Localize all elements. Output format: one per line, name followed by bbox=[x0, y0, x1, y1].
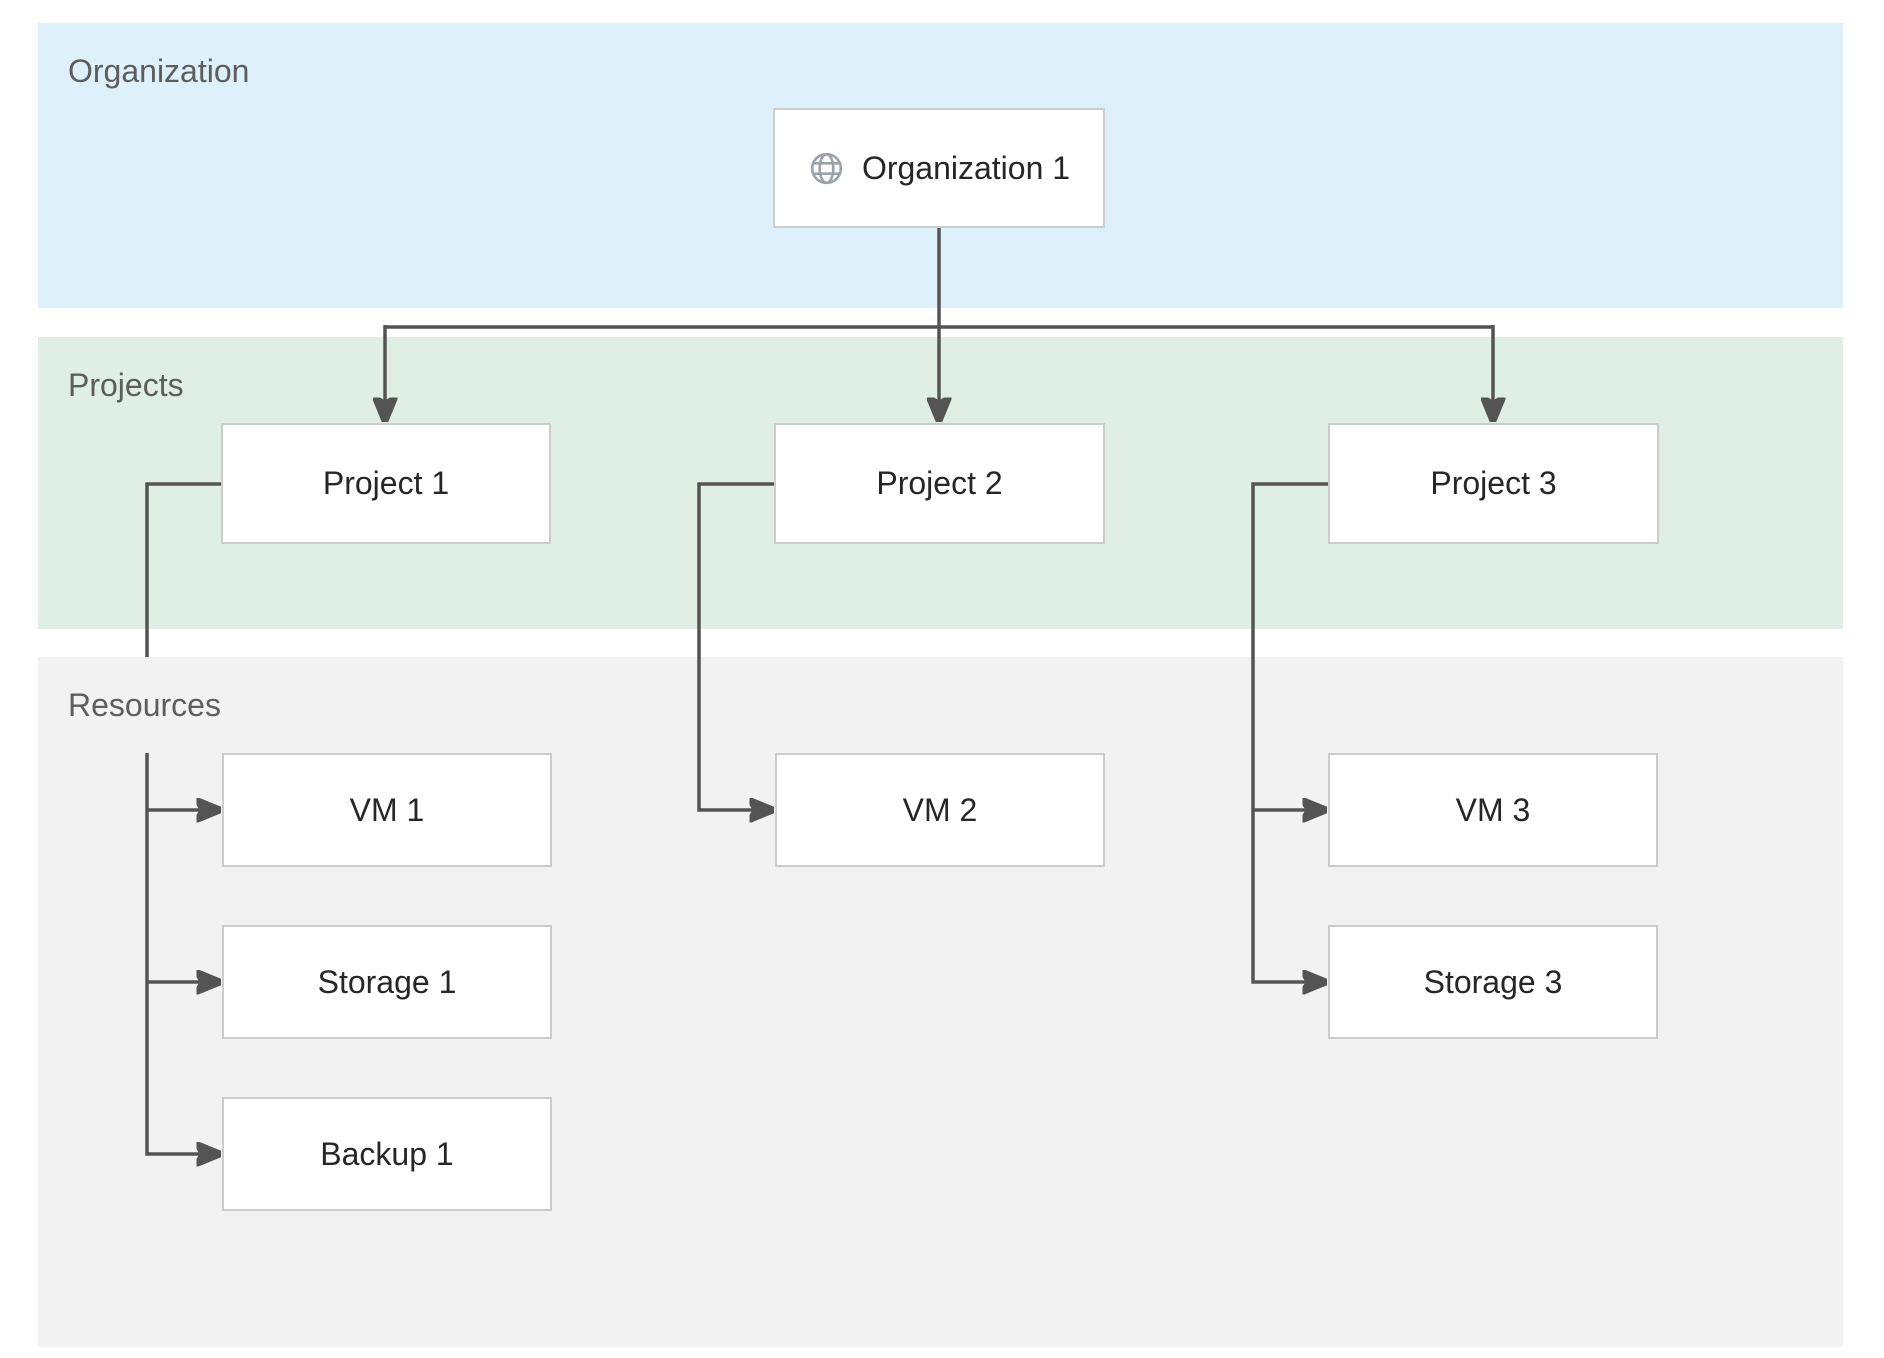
node-project1: Project 1 bbox=[221, 423, 551, 544]
edge-project3-storage3 bbox=[1251, 482, 1328, 982]
edge-project2-vm2 bbox=[697, 482, 774, 810]
node-vm2-label: VM 2 bbox=[902, 791, 978, 828]
node-storage1: Storage 1 bbox=[222, 925, 552, 1039]
band-label-organization: Organization bbox=[38, 23, 258, 119]
node-backup1-label: Backup 1 bbox=[320, 1135, 454, 1172]
band-label-resources: Resources bbox=[38, 657, 258, 753]
node-backup1: Backup 1 bbox=[222, 1097, 552, 1211]
node-storage1-label: Storage 1 bbox=[317, 963, 457, 1000]
globe-icon bbox=[810, 152, 843, 184]
edge-organization-bus bbox=[385, 228, 1493, 329]
band-label-projects: Projects bbox=[38, 337, 258, 433]
band-label-resources-text: Resources bbox=[68, 686, 221, 723]
node-organization1: Organization 1 bbox=[773, 108, 1105, 228]
node-storage3: Storage 3 bbox=[1328, 925, 1658, 1039]
node-project1-label: Project 1 bbox=[322, 465, 450, 501]
node-project3-label: Project 3 bbox=[1430, 465, 1557, 501]
node-vm3-label: VM 3 bbox=[1455, 791, 1531, 828]
node-vm1: VM 1 bbox=[222, 753, 552, 867]
node-vm3: VM 3 bbox=[1328, 753, 1658, 867]
node-project3: Project 3 bbox=[1328, 423, 1659, 544]
edge-project1-backup1 bbox=[145, 482, 221, 1154]
node-project2-label: Project 2 bbox=[876, 465, 1003, 501]
node-organization1-label: Organization 1 bbox=[861, 149, 1071, 186]
band-label-organization-text: Organization bbox=[68, 52, 250, 89]
node-project2: Project 2 bbox=[774, 423, 1105, 544]
band-label-projects-text: Projects bbox=[68, 366, 184, 403]
node-vm1-label: VM 1 bbox=[349, 791, 425, 828]
node-storage3-label: Storage 3 bbox=[1423, 963, 1563, 1000]
node-vm2: VM 2 bbox=[775, 753, 1105, 867]
